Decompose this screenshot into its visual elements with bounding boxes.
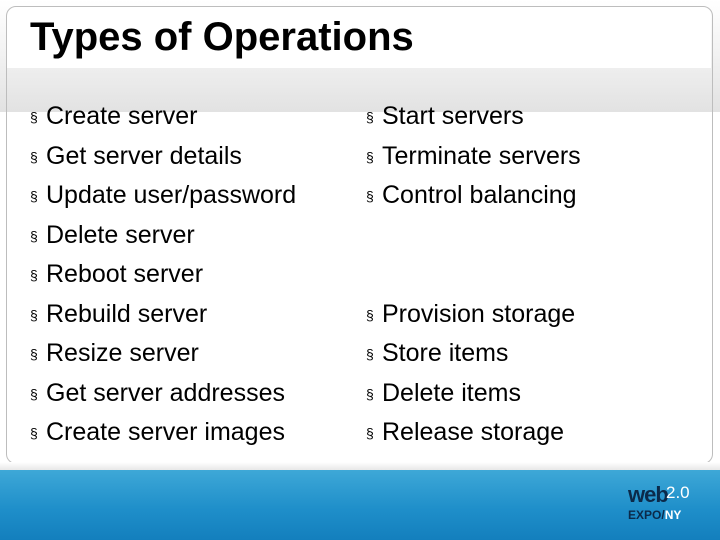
list-item: § Release storage — [366, 413, 581, 453]
footer-edge — [0, 462, 720, 470]
logo-ny-label: NY — [664, 508, 682, 522]
list-item: § Create server — [30, 97, 296, 137]
slide-title: Types of Operations — [30, 15, 414, 59]
list-item: § Resize server — [30, 334, 296, 374]
logo-web-text: web — [628, 482, 669, 507]
logo-expo-label: EXPO/ — [628, 508, 665, 522]
list-item: § Rebuild server — [30, 295, 296, 335]
list-item-label: Get server addresses — [46, 378, 285, 407]
bullet-icon: § — [30, 148, 38, 165]
bullet-icon: § — [30, 306, 38, 323]
bullet-icon: § — [366, 385, 374, 402]
list-item: § Control balancing — [366, 176, 581, 216]
bullet-icon: § — [366, 148, 374, 165]
list-item-label: Release storage — [382, 418, 565, 446]
list-item: § Start servers — [366, 97, 581, 137]
list-item-label: Get server details — [46, 141, 242, 170]
web20-expo-logo: web 2.0 EXPO/NY — [628, 482, 690, 528]
right-bullet-list: § Start servers § Terminate servers § Contr… — [366, 97, 581, 453]
list-item-label: Resize server — [46, 339, 199, 367]
list-item: § Store items — [366, 334, 581, 374]
bullet-icon: § — [366, 306, 374, 323]
list-item: § Get server details — [30, 137, 296, 177]
bullet-icon: § — [30, 267, 38, 283]
logo-expo-text: EXPO/NY — [628, 508, 681, 522]
list-item-label: Delete server — [46, 220, 195, 249]
list-item-label: Control balancing — [382, 181, 577, 209]
bullet-icon: § — [30, 425, 38, 441]
list-item-label: Update user/password — [46, 181, 297, 209]
title-box — [6, 6, 711, 68]
list-item-label: Create server — [46, 102, 198, 130]
list-item: § Provision storage — [366, 295, 581, 335]
bullet-icon: § — [30, 227, 38, 244]
list-item: § Create server images — [30, 413, 296, 453]
bullet-icon: § — [366, 109, 374, 125]
list-item-label: Rebuild server — [46, 299, 208, 328]
list-item-label: Delete items — [382, 378, 521, 407]
list-item-label: Reboot server — [46, 260, 204, 288]
list-item-label: Terminate servers — [382, 141, 581, 170]
list-item-label: Provision storage — [382, 299, 576, 328]
logo-version-text: 2.0 — [666, 483, 690, 502]
footer-band — [0, 470, 720, 540]
list-item: § Terminate servers — [366, 137, 581, 177]
list-item: § Delete items — [366, 374, 581, 414]
list-item: § Get server addresses — [30, 374, 296, 414]
list-item-label: Create server images — [46, 418, 285, 446]
list-item: § Reboot server — [30, 255, 296, 295]
bullet-icon: § — [366, 425, 374, 441]
bullet-icon: § — [30, 346, 38, 362]
list-item-label: Store items — [382, 339, 509, 367]
bullet-icon: § — [366, 188, 374, 204]
bullet-icon: § — [30, 385, 38, 402]
bullet-icon: § — [366, 346, 374, 362]
left-bullet-list: § Create server § Get server details § Upda… — [30, 97, 296, 453]
list-item: § Update user/password — [30, 176, 296, 216]
bullet-icon: § — [30, 188, 38, 204]
bullet-icon: § — [30, 109, 38, 125]
list-item-label: Start servers — [382, 102, 524, 130]
list-item: § Delete server — [30, 216, 296, 256]
